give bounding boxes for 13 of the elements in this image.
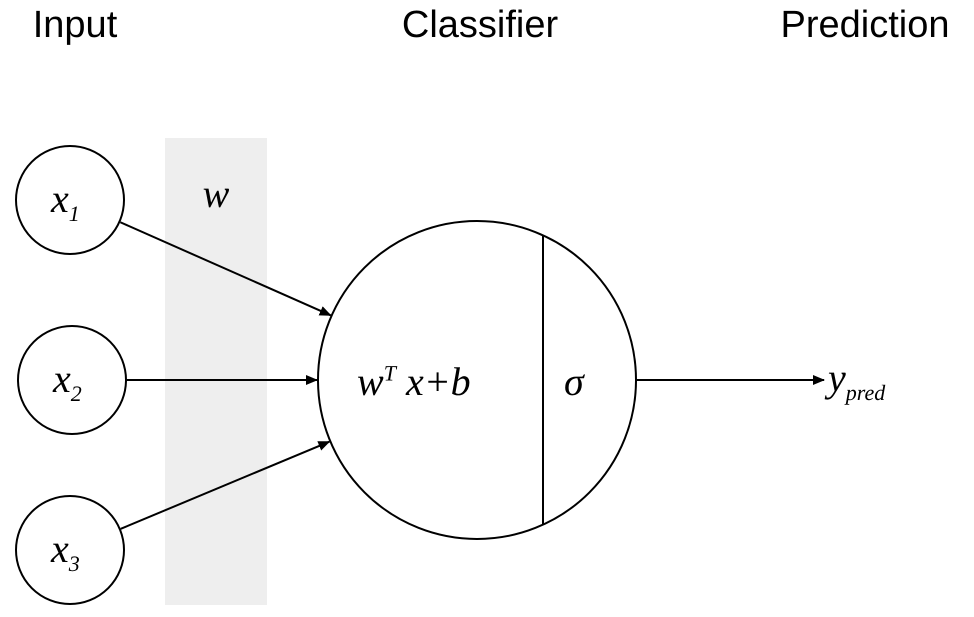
column-heading: Input [32,6,118,44]
activation-symbol: σ [564,362,584,402]
arrow [120,221,332,316]
column-heading: Prediction [780,6,950,44]
arrow [127,375,318,385]
input-variable: x$_{1}$ [51,179,80,225]
input-variable: x$_{3}$ [51,529,80,575]
arrow [120,440,330,530]
weight-symbol: w [202,174,230,214]
input-variable: x$_{2}$ [53,359,82,405]
column-heading: Classifier [402,6,558,44]
arrow [637,375,825,385]
linear-formula: w$^{T}$ x+b [357,362,471,402]
